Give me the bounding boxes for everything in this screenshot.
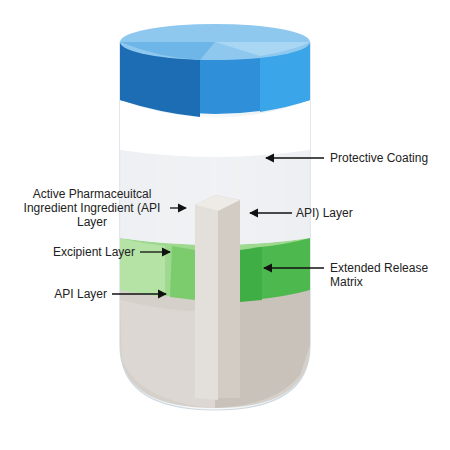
leader-line [250,212,292,213]
coating-top [120,24,310,60]
capsule-shell [120,42,310,410]
matrix-facet [240,247,262,302]
excipient-facet [170,246,195,300]
leader-line [264,267,324,268]
leader-line [170,207,186,208]
part-label: Protective Coating [330,151,445,165]
coating-top-facet [215,42,310,56]
part-label: Active Pharmaceuitcal Ingredient Ingredi… [17,187,167,229]
part-label: Excipient Layer [25,245,135,259]
leader-line [140,251,170,252]
coating-top-facet [120,42,215,60]
leader-line [112,293,166,294]
api-core-front [195,205,218,400]
leader-lines [112,158,324,294]
part-label: API Layer [7,287,107,301]
part-label: Extended Release Matrix [330,261,435,289]
api-core-top [195,195,240,211]
part-label: API) Layer [296,206,396,220]
leader-line [266,157,324,158]
